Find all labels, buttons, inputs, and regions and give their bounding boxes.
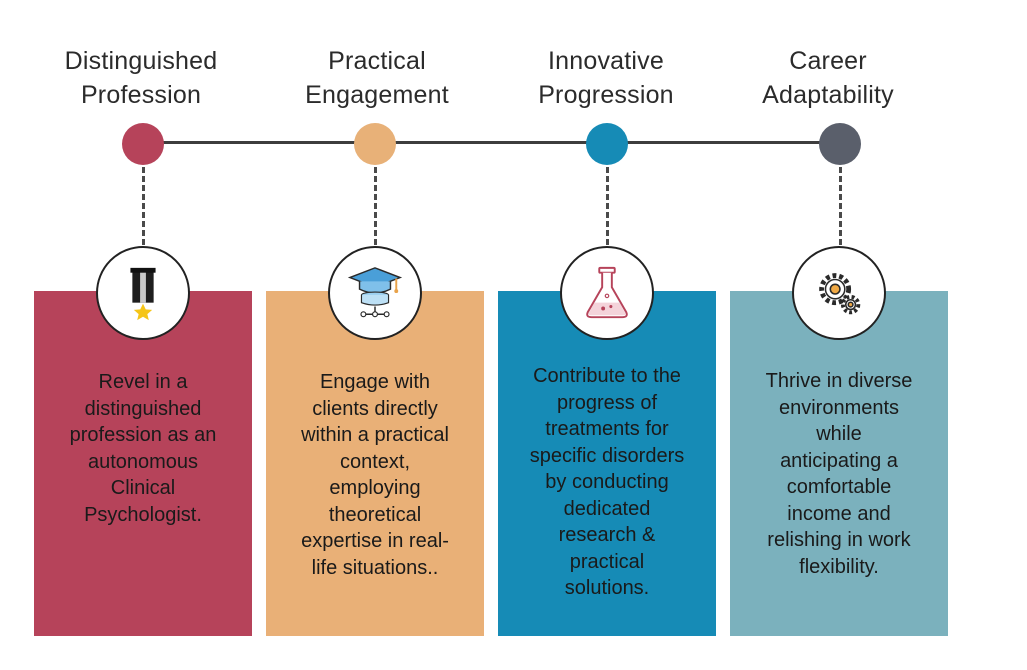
connector-3 <box>606 167 609 245</box>
graduation-cap-database-icon <box>347 267 403 318</box>
step-panel-3 <box>498 291 716 636</box>
timeline-dot-2 <box>354 123 396 165</box>
step-panel-4 <box>730 291 948 636</box>
timeline-dot-1 <box>122 123 164 165</box>
timeline-dot-3 <box>586 123 628 165</box>
timeline-line <box>143 141 840 144</box>
step-panel-2 <box>266 291 484 636</box>
badge-4 <box>792 246 886 340</box>
step-panel-1 <box>34 291 252 636</box>
gears-icon <box>819 273 861 315</box>
timeline-dot-4 <box>819 123 861 165</box>
connector-1 <box>142 167 145 245</box>
connector-2 <box>374 167 377 245</box>
flask-icon <box>586 266 628 319</box>
badge-3 <box>560 246 654 340</box>
connector-4 <box>839 167 842 245</box>
badge-2 <box>328 246 422 340</box>
medal-ribbon-icon <box>130 267 156 321</box>
badge-1 <box>96 246 190 340</box>
